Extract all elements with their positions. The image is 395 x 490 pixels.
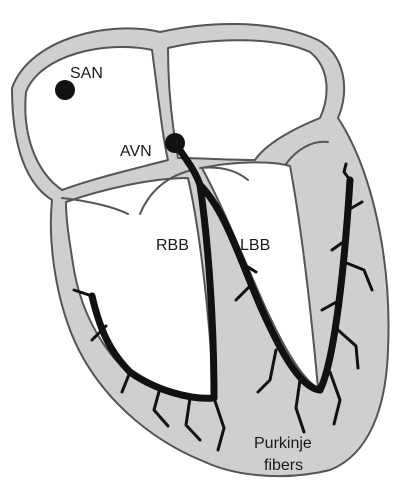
lbb-label: LBB	[240, 237, 270, 254]
purkinje-label-line2: fibers	[264, 457, 303, 474]
purkinje-label-line1: Purkinje	[254, 435, 312, 452]
avn-label: AVN	[120, 143, 152, 160]
rbb-label: RBB	[156, 237, 189, 254]
san-label: SAN	[70, 65, 103, 82]
sinoatrial-node	[55, 80, 75, 100]
